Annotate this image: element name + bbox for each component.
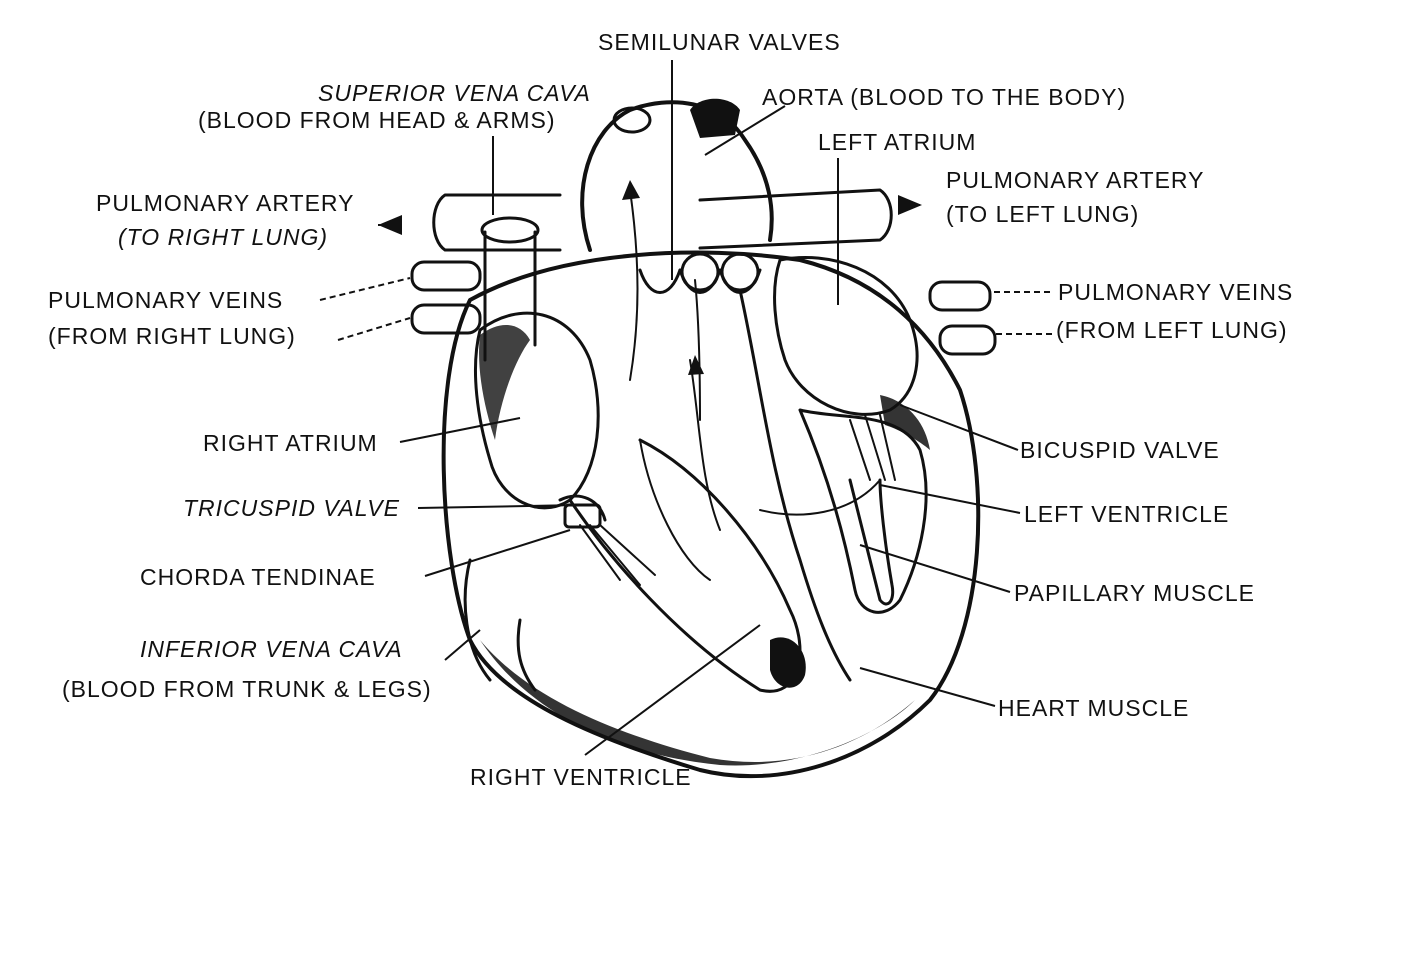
label-heart-muscle: HEART MUSCLE [998,695,1189,721]
pulmonary-artery-right-vessel [432,193,562,252]
label-left-atrium: LEFT ATRIUM [818,129,976,155]
label-pulmonary-artery-right: PULMONARY ARTERY [96,190,354,216]
inferior-vena-cava-vessel [463,558,537,692]
label-right-ventricle: RIGHT VENTRICLE [470,764,692,790]
chordae-tendineae-strands [579,414,896,586]
semilunar-valve-cusps [638,252,762,294]
label-superior-vena-cava: SUPERIOR VENA CAVA [318,80,591,106]
arrowhead-pulmonary-artery-right [378,215,402,235]
papillary-muscle-shape [848,478,895,606]
pulmonary-artery-left-vessel [698,188,893,250]
heart-outer-wall [441,250,981,779]
left-ventricle-shading [880,395,930,450]
label-semilunar-valves: SEMILUNAR VALVES [598,29,841,55]
pulmonary-vein-left-upper [928,280,992,312]
label-right-atrium: RIGHT ATRIUM [203,430,378,456]
label-aorta: AORTA (BLOOD TO THE BODY) [762,84,1126,110]
arrowhead-pulmonary-artery-left [898,195,922,215]
label-tricuspid-valve: TRICUSPID VALVE [183,495,400,521]
label-pulmonary-veins-left: PULMONARY VEINS [1058,279,1293,305]
label-pulmonary-artery-left: PULMONARY ARTERY [946,167,1204,193]
flow-arrow-pulmonary [688,355,704,375]
label-pulmonary-artery-left-note: (TO LEFT LUNG) [946,201,1139,227]
label-pulmonary-veins-right: PULMONARY VEINS [48,287,283,313]
label-superior-vena-cava-note: (BLOOD FROM HEAD & ARMS) [198,107,556,133]
flow-arrow-aorta [622,180,640,200]
pulmonary-vein-right-upper [410,260,482,292]
leader-lines [319,60,1052,756]
label-pulmonary-veins-left-note: (FROM LEFT LUNG) [1056,317,1288,343]
heart-muscle-band [480,640,915,766]
right-ventricle-apex [770,637,806,688]
label-pulmonary-veins-right-note: (FROM RIGHT LUNG) [48,323,296,349]
superior-vena-cava-opening [480,216,540,244]
aorta-vessel [580,100,774,252]
pulmonary-vein-right-lower [410,303,482,335]
label-chorda-tendinae: CHORDA TENDINAE [140,564,376,590]
label-inferior-vena-cava: INFERIOR VENA CAVA [140,636,403,662]
pulmonary-vein-left-lower [938,324,997,356]
right-ventricle-chamber [568,438,802,693]
left-atrium-chamber [773,256,919,416]
diagram-labels: SEMILUNAR VALVES SUPERIOR VENA CAVA (BLO… [48,29,1293,790]
aorta-opening [612,106,652,134]
label-inferior-vena-cava-note: (BLOOD FROM TRUNK & LEGS) [62,676,432,702]
interventricular-septum [738,288,852,682]
blood-flow-lines [629,189,881,581]
label-left-ventricle: LEFT VENTRICLE [1024,501,1229,527]
right-atrium-shading [479,324,530,440]
label-pulmonary-artery-right-note: (TO RIGHT LUNG) [118,224,328,250]
aorta-branches [690,98,740,138]
left-ventricle-chamber [798,408,928,614]
label-bicuspid-valve: BICUSPID VALVE [1020,437,1220,463]
heart-illustration [410,98,997,779]
label-papillary-muscle: PAPILLARY MUSCLE [1014,580,1255,606]
